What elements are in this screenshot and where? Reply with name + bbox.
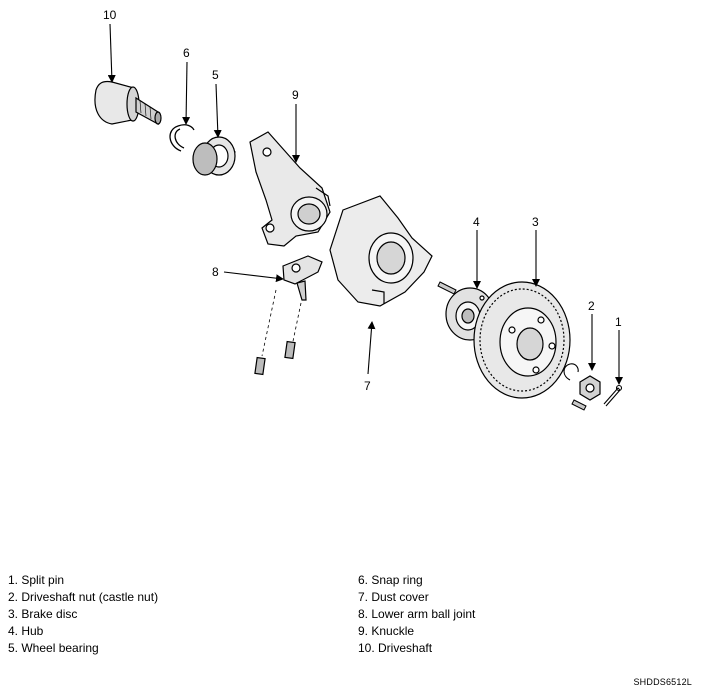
figure-code: SHDDS6512L xyxy=(633,677,692,687)
legend-right-column: 6. Snap ring 7. Dust cover 8. Lower arm … xyxy=(358,572,475,657)
driveshaft-part xyxy=(94,80,162,126)
legend-item: 6. Snap ring xyxy=(358,573,423,587)
callout-4: 4 xyxy=(473,215,480,229)
legend-item: 3. Brake disc xyxy=(8,607,78,621)
exploded-assembly-diagram: 10 6 5 9 8 7 4 3 2 1 xyxy=(94,8,623,411)
snap-ring-part xyxy=(169,124,195,152)
leader-5 xyxy=(213,83,222,138)
legend-left-column: 1. Split pin 2. Driveshaft nut (castle n… xyxy=(8,572,158,657)
leader-8 xyxy=(223,271,284,283)
brake-disc-part xyxy=(473,281,571,399)
legend-item: 2. Driveshaft nut (castle nut) xyxy=(8,590,159,604)
callout-5: 5 xyxy=(212,68,219,82)
leader-7 xyxy=(367,321,376,375)
wheel-bearing-part xyxy=(192,136,236,176)
leader-10 xyxy=(107,23,116,83)
callout-6: 6 xyxy=(183,46,190,60)
wheel-stud-part xyxy=(437,281,457,295)
callout-3: 3 xyxy=(532,215,539,229)
lower-arm-ball-joint-part xyxy=(254,255,323,376)
small-bolt-part xyxy=(571,399,587,411)
leader-6 xyxy=(182,61,191,125)
legend-item: 5. Wheel bearing xyxy=(8,641,99,655)
legend-item: 7. Dust cover xyxy=(358,590,429,604)
leader-lines xyxy=(107,23,623,385)
knuckle-part xyxy=(249,131,331,247)
callout-9: 9 xyxy=(292,88,299,102)
legend-item: 1. Split pin xyxy=(8,573,65,587)
callout-8: 8 xyxy=(212,265,219,279)
driveshaft-nut-part xyxy=(579,375,601,401)
legend-item: 4. Hub xyxy=(8,624,44,638)
legend-item: 8. Lower arm ball joint xyxy=(358,607,476,621)
split-pin-part xyxy=(603,384,623,407)
legend-item: 9. Knuckle xyxy=(358,624,415,638)
dust-cover-part xyxy=(329,195,433,307)
callout-7: 7 xyxy=(364,379,371,393)
legend-item: 10. Driveshaft xyxy=(358,641,433,655)
retaining-clip-part xyxy=(563,363,579,381)
callout-1: 1 xyxy=(615,315,622,329)
callout-2: 2 xyxy=(588,299,595,313)
callout-10: 10 xyxy=(103,8,117,22)
